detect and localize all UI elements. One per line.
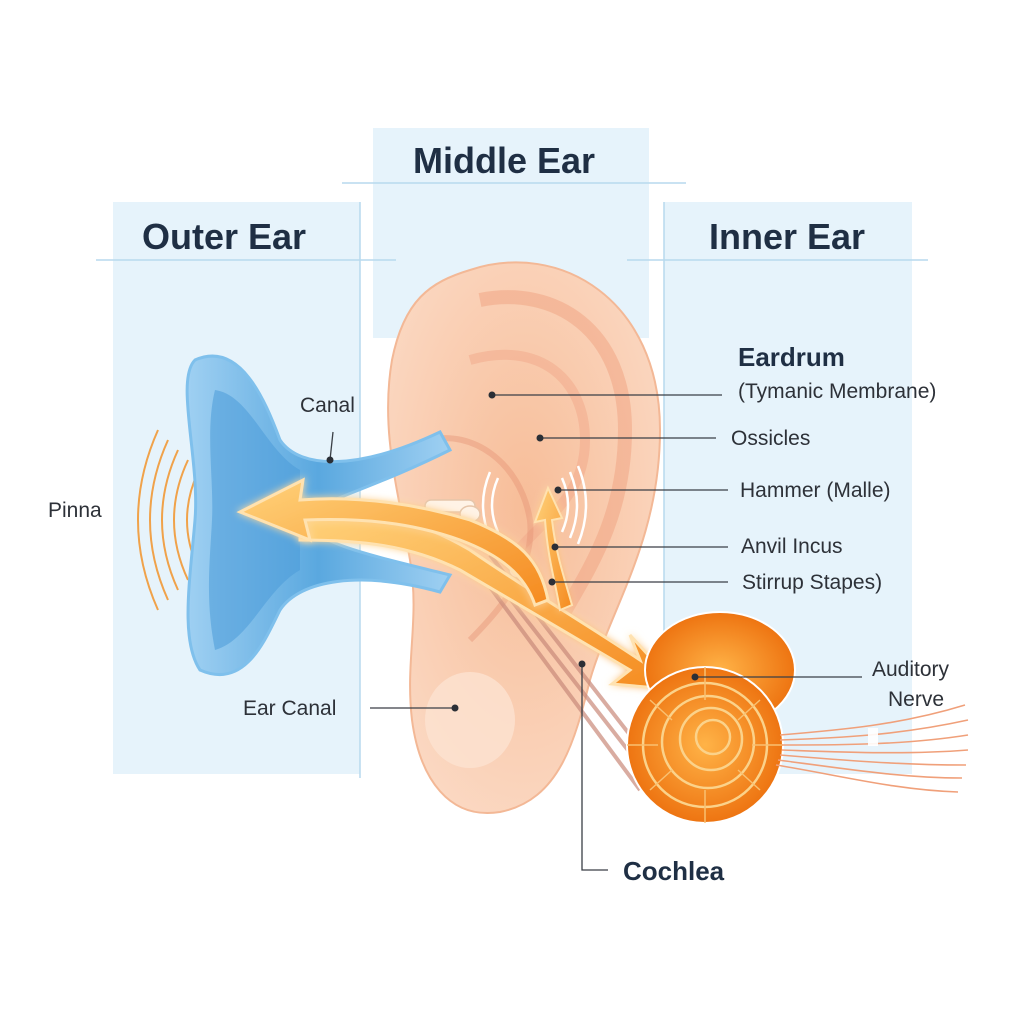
return-arrow	[236, 477, 550, 607]
inner-ear-title: Inner Ear	[709, 216, 866, 257]
ossicles-label: Ossicles	[731, 427, 811, 450]
eardrum-sub-label: (Tymanic Membrane)	[738, 380, 937, 403]
leader-lines	[329, 394, 862, 871]
auditory-label-line2: Nerve	[888, 688, 945, 711]
middle-ear-title: Middle Ear	[413, 140, 596, 181]
outer-ear-funnel	[185, 354, 453, 677]
eardrum-label: Eardrum	[738, 342, 845, 372]
outer-ear-title: Outer Ear	[142, 216, 307, 257]
auditory-nerve-strands	[775, 704, 969, 793]
stirrup-label: Stirrup Stapes)	[742, 571, 883, 594]
leader-dots	[326, 391, 699, 712]
anvil-label: Anvil Incus	[741, 535, 843, 558]
auditory-label-line1: Auditory	[872, 658, 950, 681]
hammer-label: Hammer (Malle)	[740, 479, 891, 502]
pinna-label: Pinna	[48, 499, 102, 522]
canal-label: Canal	[300, 394, 355, 417]
nerve-band	[868, 728, 878, 746]
ear-canal-label: Ear Canal	[243, 697, 337, 720]
cochlea-label: Cochlea	[623, 856, 725, 886]
ear-pinna-shape	[387, 261, 662, 815]
cochlea-shape	[626, 611, 796, 824]
